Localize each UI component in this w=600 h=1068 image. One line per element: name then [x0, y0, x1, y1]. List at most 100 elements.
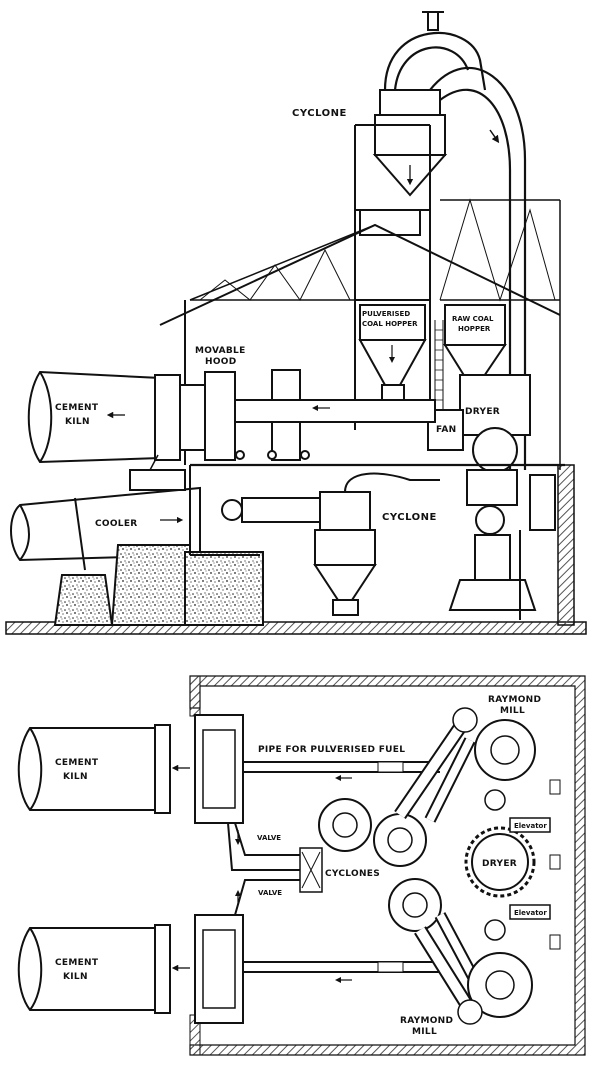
- label-raw-hopper-line1: RAW COAL: [452, 315, 494, 323]
- pier-3: [184, 551, 264, 626]
- label-mill-bottom-line1: RAYMOND: [400, 1016, 453, 1026]
- mill-plan-top-separator: [452, 707, 478, 733]
- lower-cyclone-outlet: [344, 472, 440, 493]
- fuel-pipe-top-joint: [377, 761, 404, 773]
- ladder-rungs: [435, 329, 443, 411]
- kiln-plan-top-end: [29, 727, 43, 811]
- cyclone-inlet-cross: [301, 851, 321, 889]
- duct-top-left: [383, 32, 487, 91]
- kiln-support-strut: [149, 454, 159, 471]
- diag-duct-2-fill: [426, 738, 474, 822]
- fuel-pipe-bottom-joint: [377, 961, 404, 973]
- duct-right-outer: [429, 67, 527, 470]
- wall-notch-2: [549, 854, 561, 870]
- plan-cyclone-3-core: [402, 892, 428, 918]
- duct-right-inner: [439, 88, 512, 470]
- roof-truss-upper: [189, 224, 376, 301]
- kiln-plan-bottom-hood-inner: [202, 929, 236, 1009]
- kiln-support-base: [129, 469, 186, 491]
- duct-valve-top-inner: [227, 822, 300, 871]
- label-pulverised-line2: COAL HOPPER: [362, 320, 418, 328]
- chimney-cap: [427, 11, 439, 31]
- label-mill-top-line1: RAYMOND: [488, 695, 541, 705]
- slab-roller-2: [267, 450, 277, 460]
- label-valve-top: VALVE: [257, 834, 281, 842]
- kiln-plan-top-ring: [154, 724, 171, 814]
- lower-cyclone-cone: [313, 564, 377, 601]
- label-cyclone-lower: CYCLONE: [382, 512, 437, 523]
- label-kiln-plan-bottom-line1: CEMENT: [55, 958, 99, 968]
- right-wall: [557, 464, 575, 626]
- lower-cyclone-head: [319, 491, 371, 531]
- kiln-elev-ring: [154, 374, 181, 461]
- lower-duct: [241, 497, 323, 523]
- label-kiln-plan-top-line1: CEMENT: [55, 758, 99, 768]
- kiln-elev-body: [27, 370, 161, 464]
- diag-duct-1-fill: [395, 717, 470, 818]
- pulverised-hopper-box: [359, 304, 426, 341]
- label-elevator-top: Elevator: [514, 822, 547, 830]
- mill-plan-top-core: [490, 735, 520, 765]
- kiln-plan-bottom-end: [29, 927, 43, 1011]
- mill-plan-bottom-core: [485, 970, 515, 1000]
- kiln-plan-top-hood-inner: [202, 729, 236, 809]
- mill-plan-bottom-separator: [457, 999, 483, 1025]
- label-pipe: PIPE FOR PULVERISED FUEL: [258, 745, 405, 755]
- label-fan: FAN: [436, 425, 457, 435]
- slab-roller-1: [235, 450, 245, 460]
- duct-top-inner: [393, 46, 470, 91]
- plan-labels: RAYMOND MILL PIPE FOR PULVERISED FUEL CE…: [55, 695, 547, 1037]
- label-raw-hopper-line2: HOPPER: [458, 325, 491, 333]
- mill-elev-base: [448, 579, 537, 611]
- duct-valve-bottom: [234, 879, 300, 916]
- label-cyclones: CYCLONES: [325, 869, 380, 879]
- mill-elev-body: [474, 534, 511, 581]
- pier-2: [110, 544, 191, 626]
- label-kiln-elev-line2: KILN: [65, 417, 90, 427]
- label-cyclone-top: CYCLONE: [292, 108, 347, 119]
- kiln-plan-bottom-ring: [154, 924, 171, 1014]
- label-dryer-elev: DRYER: [465, 407, 500, 417]
- label-dryer-plan: DRYER: [482, 859, 517, 869]
- mill-elev-top: [466, 469, 518, 506]
- top-cyclone-head: [379, 89, 441, 116]
- kiln-plan-bottom-body: [17, 927, 166, 1011]
- pulverised-feeder: [381, 384, 405, 401]
- label-movable-line1: MOVABLE: [195, 346, 246, 356]
- dryer-box: [459, 374, 531, 436]
- kiln-plan-top-body: [17, 727, 166, 811]
- top-cyclone-body: [374, 114, 446, 156]
- wall-notch-1: [549, 779, 561, 795]
- wall-notch-3: [549, 934, 561, 950]
- elevator-plan-bottom: [509, 904, 551, 920]
- cooler-end: [19, 504, 30, 561]
- slab-roller-3: [300, 450, 310, 460]
- plan-view: [17, 675, 586, 1056]
- label-pulverised-line1: PULVERISED: [362, 310, 410, 318]
- lower-cyclone-body: [314, 529, 376, 566]
- lower-cyclone-valve: [332, 599, 359, 616]
- label-mill-bottom-line2: MILL: [412, 1027, 437, 1037]
- elevator-pulley-top: [484, 789, 506, 811]
- elevation-view: [5, 11, 587, 635]
- plan-cyclone-1-core: [332, 812, 358, 838]
- tower-hopper-cap: [359, 209, 421, 236]
- label-cooler: COOLER: [95, 519, 138, 529]
- label-mill-top-line2: MILL: [500, 706, 525, 716]
- cooler-support: [74, 497, 86, 571]
- elevator-pulley-bottom: [484, 919, 506, 941]
- duct-arrow-1: [489, 129, 500, 144]
- label-movable-line2: HOOD: [205, 357, 237, 367]
- duct-elbow-left: [221, 499, 243, 521]
- truss-web: [199, 248, 351, 301]
- pier-1: [53, 574, 114, 626]
- diag-duct-3-fill: [415, 927, 475, 1013]
- elevation-labels: CYCLONE PULVERISED COAL HOPPER RAW COAL …: [55, 108, 500, 529]
- elevator-plan-top: [509, 817, 551, 833]
- movable-hood-box: [204, 371, 236, 461]
- plan-cyclone-2-core: [387, 827, 413, 853]
- mill-elev-separator: [475, 505, 505, 535]
- elevator-elev: [529, 474, 556, 531]
